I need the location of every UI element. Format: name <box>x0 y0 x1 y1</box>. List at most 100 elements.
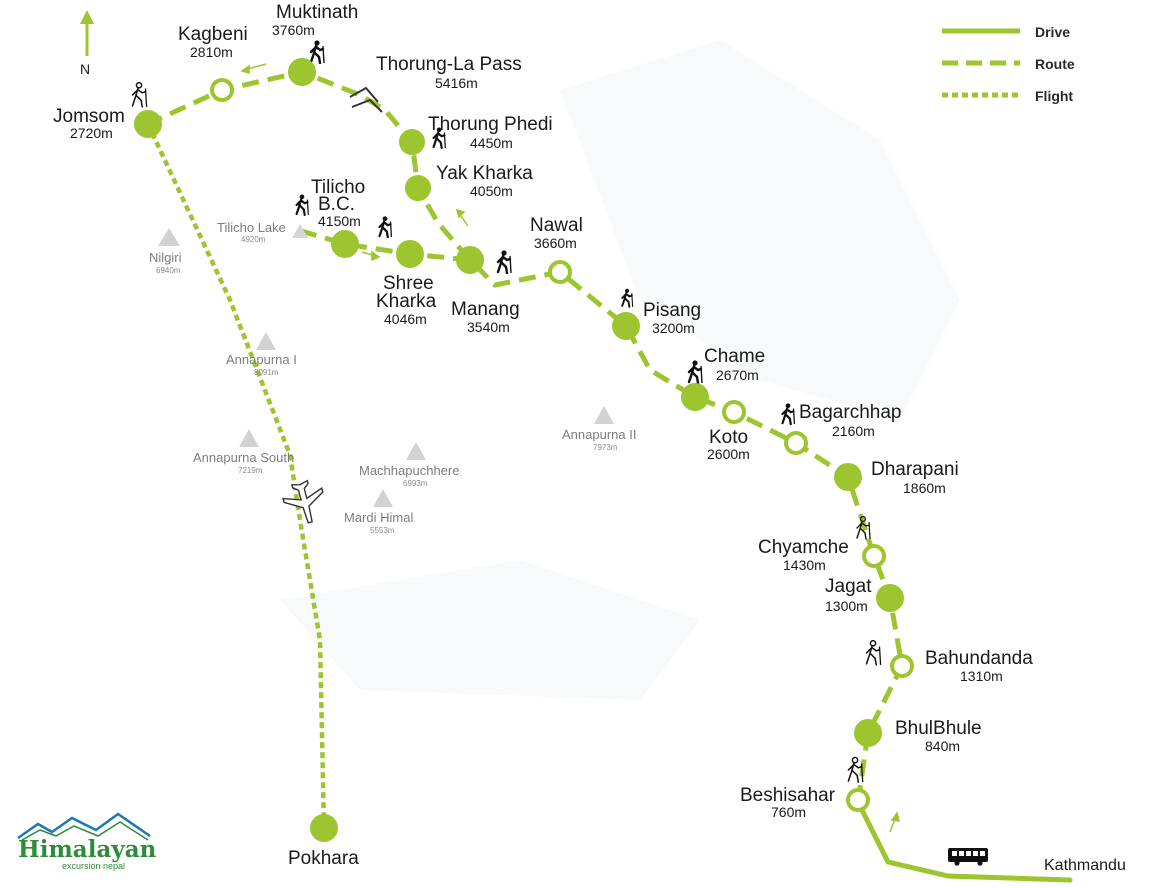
peak-tilicho-lake: Tilicho Lake <box>217 220 286 235</box>
label-jomsom: Jomsom <box>53 106 125 127</box>
svg-text:2600m: 2600m <box>707 446 750 462</box>
stop-pisang <box>612 312 640 340</box>
legend-flight: Flight <box>1035 88 1073 104</box>
peak-machhapuchhere-marker <box>406 442 426 460</box>
pass-icon <box>349 86 383 113</box>
svg-text:4050m: 4050m <box>470 183 513 199</box>
label-bagarchhap: Bagarchhap <box>799 402 901 423</box>
svg-text:3540m: 3540m <box>467 319 510 335</box>
logo-title: Himalayan <box>18 836 157 863</box>
svg-text:2670m: 2670m <box>716 367 759 383</box>
peak-annapurna-ii-marker <box>594 406 614 424</box>
stop-shree-kharka <box>396 240 424 268</box>
legend-drive: Drive <box>1035 24 1070 40</box>
svg-text:5553m: 5553m <box>370 526 395 535</box>
stop-pokhara <box>310 814 338 842</box>
peak-mardi-himal-marker <box>373 489 393 507</box>
svg-text:3760m: 3760m <box>272 22 315 38</box>
legend-route: Route <box>1035 56 1075 72</box>
svg-text:3660m: 3660m <box>534 235 577 251</box>
place-labels: Muktinath 3760m Kagbeni 2810m Jomsom 272… <box>53 2 1126 874</box>
logo-subtitle: excursion nepal <box>62 861 125 871</box>
stop-thorung-phedi <box>399 129 425 155</box>
stop-muktinath <box>288 58 316 86</box>
svg-text:2810m: 2810m <box>190 44 233 60</box>
svg-text:3200m: 3200m <box>652 320 695 336</box>
label-thorung-phedi: Thorung Phedi <box>428 114 553 135</box>
svg-text:7973m: 7973m <box>593 443 618 452</box>
svg-text:4450m: 4450m <box>470 135 513 151</box>
label-bhulbhule: BhulBhule <box>895 718 982 739</box>
hiker-icon <box>309 40 326 64</box>
svg-text:6993m: 6993m <box>403 479 428 488</box>
stop-bahundanda <box>890 654 914 678</box>
peak-annapurna-i-marker <box>256 332 276 350</box>
label-yak-kharka: Yak Kharka <box>436 163 533 184</box>
legend: Drive Route Flight <box>942 24 1075 104</box>
svg-text:1860m: 1860m <box>903 480 946 496</box>
label-kathmandu: Kathmandu <box>1044 857 1126 874</box>
svg-text:6940m: 6940m <box>156 266 181 275</box>
label-tilicho-bc: Tilicho <box>311 177 365 198</box>
peaks: Tilicho Lake 4920m Nilgiri 6940m Annapur… <box>149 220 636 535</box>
peak-annapurna-i: Annapurna I <box>226 352 297 367</box>
svg-text:7219m: 7219m <box>238 466 263 475</box>
label-kagbeni: Kagbeni <box>178 24 248 45</box>
peak-tilicho-lake-marker <box>292 224 308 238</box>
label-shree-kharka: Shree <box>383 273 434 294</box>
label-koto: Koto <box>709 427 748 448</box>
hiker-icon <box>865 640 882 666</box>
map-background <box>280 40 960 700</box>
drive-route <box>855 799 1073 883</box>
stop-tilicho-bc <box>331 230 359 258</box>
peak-nilgiri-marker <box>158 228 180 246</box>
label-muktinath: Muktinath <box>276 2 358 23</box>
stop-jomsom <box>134 110 162 138</box>
svg-text:1310m: 1310m <box>960 668 1003 684</box>
stop-kagbeni <box>210 78 234 102</box>
label-dharapani: Dharapani <box>871 459 959 480</box>
label-pisang: Pisang <box>643 300 701 321</box>
svg-text:Kharka: Kharka <box>376 291 437 312</box>
stop-chame <box>681 383 709 411</box>
svg-text:5416m: 5416m <box>435 75 478 91</box>
himalayan-logo: Himalayan excursion nepal <box>17 812 157 871</box>
stop-nawal <box>548 260 572 284</box>
svg-text:840m: 840m <box>925 738 960 754</box>
svg-text:4150m: 4150m <box>318 213 361 229</box>
label-thorung-la: Thorung-La Pass <box>376 54 522 75</box>
svg-text:8091m: 8091m <box>254 368 279 377</box>
label-pokhara: Pokhara <box>288 848 359 869</box>
peak-annapurna-ii: Annapurna II <box>562 427 636 442</box>
label-chame: Chame <box>704 346 765 367</box>
direction-arrows <box>240 63 900 833</box>
hiker-icon <box>131 82 148 108</box>
stop-chyamche <box>862 544 886 568</box>
label-manang: Manang <box>451 299 520 320</box>
hiker-icon <box>378 216 393 238</box>
airplane-icon <box>282 479 324 524</box>
stop-bhulbhule <box>854 719 882 747</box>
label-jagat: Jagat <box>825 576 872 597</box>
stop-koto <box>722 400 746 424</box>
hiker-icon <box>687 360 704 384</box>
hiker-icon <box>621 287 634 308</box>
label-nawal: Nawal <box>530 215 583 236</box>
mountain-icon <box>17 812 151 840</box>
north-label: N <box>80 61 90 77</box>
north-arrow: N <box>80 10 94 77</box>
hiker-icon <box>295 194 310 216</box>
stop-beshisahar <box>846 788 870 812</box>
stop-dharapani <box>834 463 862 491</box>
label-chyamche: Chyamche <box>758 537 849 558</box>
peak-annapurna-south-marker <box>239 429 259 447</box>
svg-text:1430m: 1430m <box>783 557 826 573</box>
svg-text:4046m: 4046m <box>384 311 427 327</box>
stop-yak-kharka <box>405 175 431 201</box>
peak-machhapuchhere: Machhapuchhere <box>359 463 459 478</box>
peak-mardi-himal: Mardi Himal <box>344 510 413 525</box>
svg-text:4920m: 4920m <box>241 235 266 244</box>
svg-text:2720m: 2720m <box>70 125 113 141</box>
peak-nilgiri: Nilgiri <box>149 250 182 265</box>
